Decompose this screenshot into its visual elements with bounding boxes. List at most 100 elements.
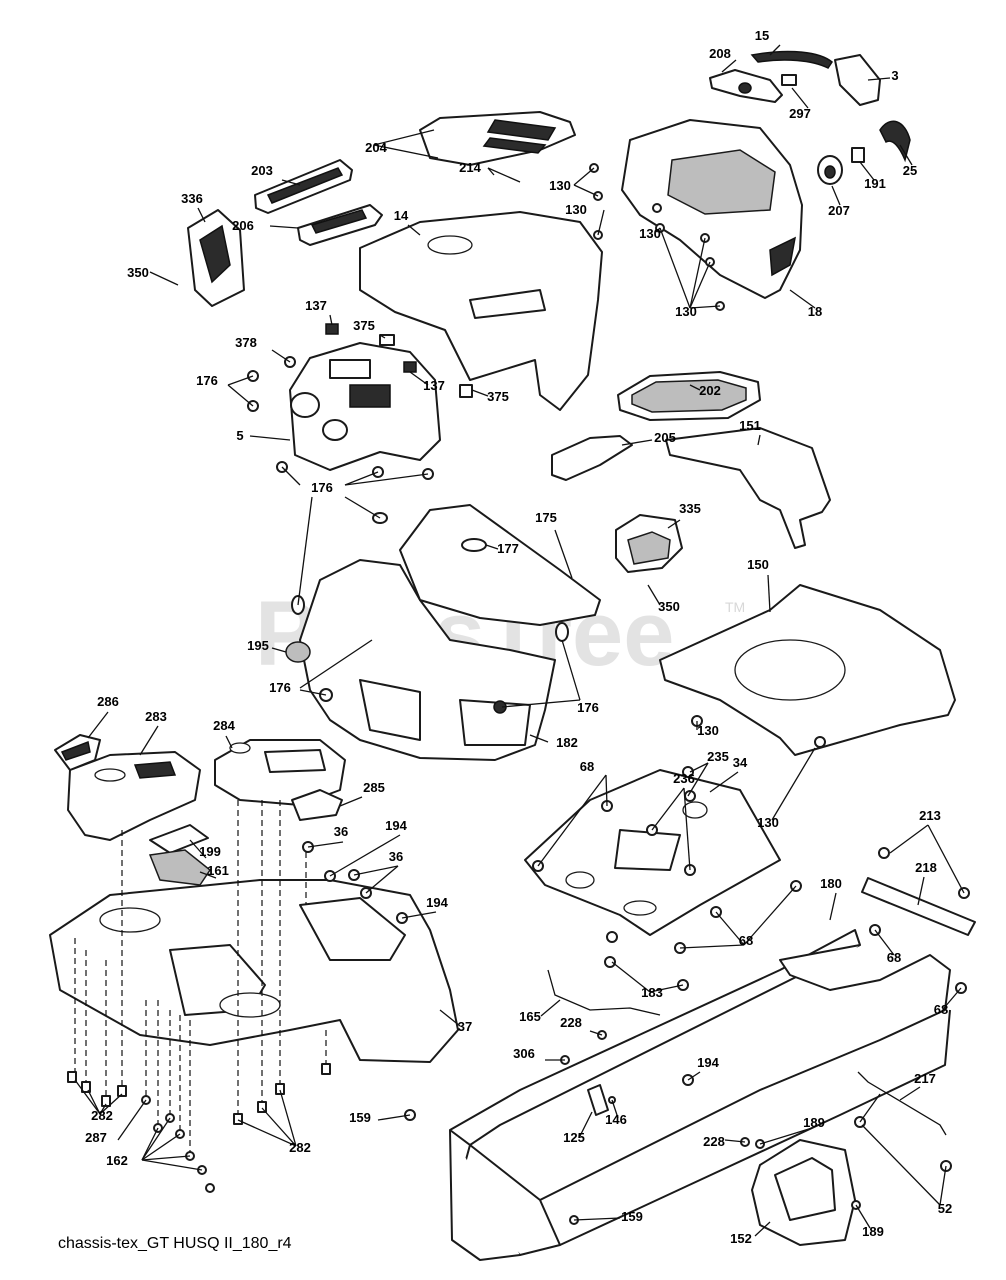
callout-297: 297 bbox=[789, 106, 811, 121]
callout-203: 203 bbox=[251, 163, 273, 178]
callout-159: 159 bbox=[349, 1110, 371, 1125]
callout-52: 52 bbox=[938, 1201, 952, 1216]
callout-176: 176 bbox=[196, 373, 218, 388]
part-cover-283 bbox=[67, 751, 201, 841]
callout-175: 175 bbox=[535, 510, 557, 525]
part-plug-195 bbox=[285, 641, 311, 663]
callout-159: 159 bbox=[621, 1209, 643, 1224]
callout-375: 375 bbox=[487, 389, 509, 404]
callout-375: 375 bbox=[353, 318, 375, 333]
callout-282: 282 bbox=[289, 1140, 311, 1155]
part-bracket-151 bbox=[665, 427, 831, 549]
callout-283: 283 bbox=[145, 709, 167, 724]
callout-235: 235 bbox=[707, 749, 729, 764]
callout-165: 165 bbox=[519, 1009, 541, 1024]
callout-335: 335 bbox=[679, 501, 701, 516]
callout-18: 18 bbox=[808, 304, 822, 319]
callout-183: 183 bbox=[641, 985, 663, 1000]
part-front-grille-18 bbox=[621, 119, 803, 299]
callout-125: 125 bbox=[563, 1130, 585, 1145]
callout-194: 194 bbox=[697, 1055, 719, 1070]
callout-214: 214 bbox=[459, 160, 481, 175]
callout-285: 285 bbox=[363, 780, 385, 795]
callout-213: 213 bbox=[919, 808, 941, 823]
part-plug-375 bbox=[379, 334, 473, 398]
diagram-caption: chassis-tex_GT HUSQ II_180_r4 bbox=[58, 1235, 292, 1252]
part-trim-205 bbox=[551, 435, 633, 481]
callout-218: 218 bbox=[915, 860, 937, 875]
callout-161: 161 bbox=[207, 863, 229, 878]
part-insert-335 bbox=[615, 514, 683, 573]
part-fender-37 bbox=[49, 879, 459, 1063]
callout-176: 176 bbox=[269, 680, 291, 695]
callout-36: 36 bbox=[334, 824, 348, 839]
callout-282: 282 bbox=[91, 1108, 113, 1123]
part-clip-297 bbox=[781, 74, 797, 86]
callout-191: 191 bbox=[864, 176, 886, 191]
part-pedestal-182 bbox=[299, 559, 556, 761]
part-bracket-3 bbox=[834, 54, 881, 106]
fasteners-68-235-236 bbox=[532, 766, 970, 994]
part-panel-161 bbox=[148, 849, 212, 886]
callout-236: 236 bbox=[673, 771, 695, 786]
callout-207: 207 bbox=[828, 203, 850, 218]
callout-37: 37 bbox=[458, 1019, 472, 1034]
part-dash-5 bbox=[289, 342, 441, 471]
part-rod-217 bbox=[857, 1071, 947, 1136]
callout-162: 162 bbox=[106, 1153, 128, 1168]
callout-176: 176 bbox=[311, 480, 333, 495]
callout-151: 151 bbox=[739, 418, 761, 433]
part-side-vent-203 bbox=[254, 159, 353, 214]
callout-284: 284 bbox=[213, 718, 235, 733]
part-hood-scoop-204 bbox=[419, 111, 576, 166]
part-plate-199 bbox=[149, 824, 209, 854]
callout-3: 3 bbox=[891, 68, 898, 83]
part-grommet-177 bbox=[461, 538, 487, 552]
callout-68: 68 bbox=[934, 1002, 948, 1017]
callout-180: 180 bbox=[820, 876, 842, 891]
part-support-175 bbox=[399, 504, 601, 626]
callout-350: 350 bbox=[127, 265, 149, 280]
callout-206: 206 bbox=[232, 218, 254, 233]
part-grille-insert-202 bbox=[617, 371, 761, 421]
callout-208: 208 bbox=[709, 46, 731, 61]
part-hood-14 bbox=[359, 211, 603, 411]
callout-199: 199 bbox=[199, 844, 221, 859]
part-cover-284 bbox=[214, 739, 346, 806]
callout-204: 204 bbox=[365, 140, 387, 155]
callout-15: 15 bbox=[755, 28, 769, 43]
callout-68: 68 bbox=[887, 950, 901, 965]
callout-36: 36 bbox=[389, 849, 403, 864]
callout-146: 146 bbox=[605, 1112, 627, 1127]
part-seat-bracket-152 bbox=[751, 1139, 856, 1246]
part-lens-15 bbox=[750, 50, 833, 69]
fasteners-36-194 bbox=[302, 841, 408, 924]
callout-137: 137 bbox=[305, 298, 327, 313]
part-cap-286 bbox=[54, 734, 101, 771]
callout-130: 130 bbox=[549, 178, 571, 193]
callout-34: 34 bbox=[733, 755, 748, 770]
callout-228: 228 bbox=[560, 1015, 582, 1030]
callout-350: 350 bbox=[658, 599, 680, 614]
callout-182: 182 bbox=[556, 735, 578, 750]
part-side-panel-336 bbox=[187, 209, 245, 307]
callout-137: 137 bbox=[423, 378, 445, 393]
callout-189: 189 bbox=[862, 1224, 884, 1239]
callout-25: 25 bbox=[903, 163, 917, 178]
callout-306: 306 bbox=[513, 1046, 535, 1061]
part-bracket-218 bbox=[861, 877, 976, 936]
callout-68: 68 bbox=[580, 759, 594, 774]
callout-194: 194 bbox=[426, 895, 448, 910]
watermark-trademark: TM bbox=[725, 599, 745, 615]
callout-287: 287 bbox=[85, 1130, 107, 1145]
callout-152: 152 bbox=[730, 1231, 752, 1246]
callout-286: 286 bbox=[97, 694, 119, 709]
callout-194: 194 bbox=[385, 818, 407, 833]
callout-228: 228 bbox=[703, 1134, 725, 1149]
leader-lines bbox=[74, 44, 965, 1237]
part-frame-180 bbox=[449, 929, 951, 1261]
dashed-alignment-lines bbox=[74, 800, 327, 1152]
callout-378: 378 bbox=[235, 335, 257, 350]
part-panel-285 bbox=[291, 789, 343, 821]
